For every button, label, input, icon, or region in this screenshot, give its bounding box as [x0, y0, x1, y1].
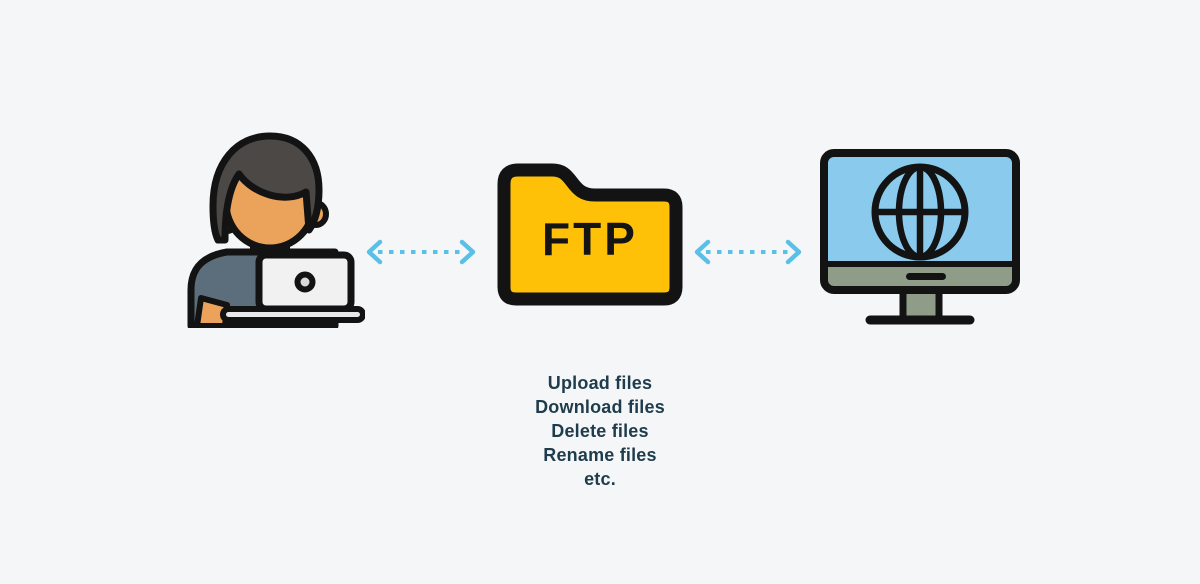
hair	[209, 132, 323, 244]
action-line-etc: etc.	[584, 469, 616, 489]
arrowhead-right	[459, 239, 476, 265]
monitor-frame	[820, 149, 1020, 294]
action-line-upload: Upload files	[547, 373, 653, 393]
ftp-folder-icon	[497, 163, 683, 306]
hand	[194, 295, 230, 328]
monitor-stand	[903, 290, 939, 317]
arrowhead-left	[366, 239, 383, 265]
bezel-dash	[906, 273, 946, 280]
dashed-double-arrow-right	[694, 239, 802, 265]
dashed-double-arrow-left	[366, 239, 476, 265]
globe-icon	[871, 163, 969, 261]
arrowhead-left	[694, 239, 711, 265]
action-line-rename: Rename files	[543, 445, 657, 465]
folder-shape	[497, 163, 683, 306]
laptop-icon	[220, 251, 365, 323]
action-line-delete: Delete files	[551, 421, 649, 441]
arrowhead-right	[785, 239, 802, 265]
laptop-logo	[294, 271, 316, 293]
ftp-folder-label: FTP	[542, 213, 638, 265]
globe-monitor-icon	[820, 149, 1020, 325]
action-line-download: Download files	[535, 397, 665, 417]
ftp-actions-list: Upload files Download files Delete files…	[450, 371, 750, 491]
person-with-laptop-icon	[187, 132, 365, 328]
laptop-base	[220, 306, 365, 323]
